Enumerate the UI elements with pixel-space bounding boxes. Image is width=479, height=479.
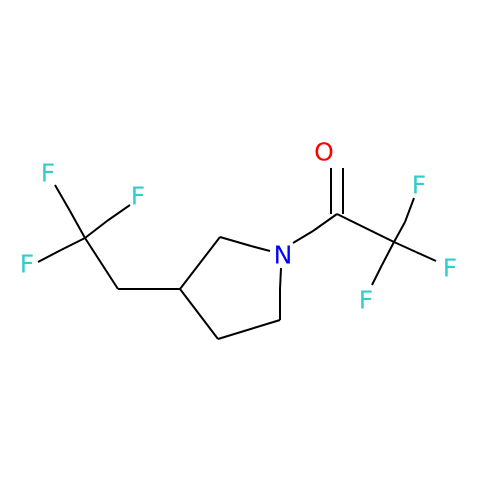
bond-c4-c3 <box>179 288 219 340</box>
bond-c3-c2 <box>179 236 221 290</box>
bond-cco-cf3 <box>336 213 395 243</box>
bond-n-cco-dark <box>312 213 338 232</box>
atom-label-nitrogen: N <box>274 241 293 270</box>
atom-label-fluorine: F <box>131 182 145 211</box>
bond-c2-n <box>250 245 271 252</box>
bond-f3-c <box>37 249 62 263</box>
bond-f2-c <box>106 204 131 222</box>
bond-cf3-f6 <box>371 264 383 286</box>
atom-label-fluorine: F <box>412 171 426 200</box>
bond-c5-c4 <box>217 319 281 340</box>
bond-n-c5 <box>279 267 282 290</box>
atom-labels: F F F N O F F F <box>20 138 457 315</box>
pyrrolidine-ring-bonds <box>118 236 282 340</box>
bond-cf3-f5 <box>415 251 437 262</box>
bond-cf3-f5-dark <box>393 241 417 253</box>
atom-label-fluorine: F <box>359 286 373 315</box>
atom-label-fluorine: F <box>443 254 457 283</box>
bond-f1-c-dark <box>69 210 86 239</box>
bond-cf3-f6-dark <box>381 241 395 266</box>
atom-label-oxygen: O <box>314 138 334 167</box>
bond-n-cco <box>292 230 314 244</box>
bond-cf3-ch2 <box>84 237 119 290</box>
bond-f3-c-dark <box>60 237 86 251</box>
trifluoroacetyl-bonds <box>292 168 437 286</box>
atom-label-fluorine: F <box>20 250 34 279</box>
bond-cf3-f4 <box>404 197 415 223</box>
atom-label-fluorine: F <box>41 159 55 188</box>
left-trifluoromethyl-bonds <box>37 184 131 290</box>
bond-f1-c <box>54 184 71 212</box>
bond-c2-n-dark <box>219 236 252 247</box>
bond-f2-c-dark <box>84 220 108 239</box>
bond-cf3-f4-dark <box>393 221 406 243</box>
